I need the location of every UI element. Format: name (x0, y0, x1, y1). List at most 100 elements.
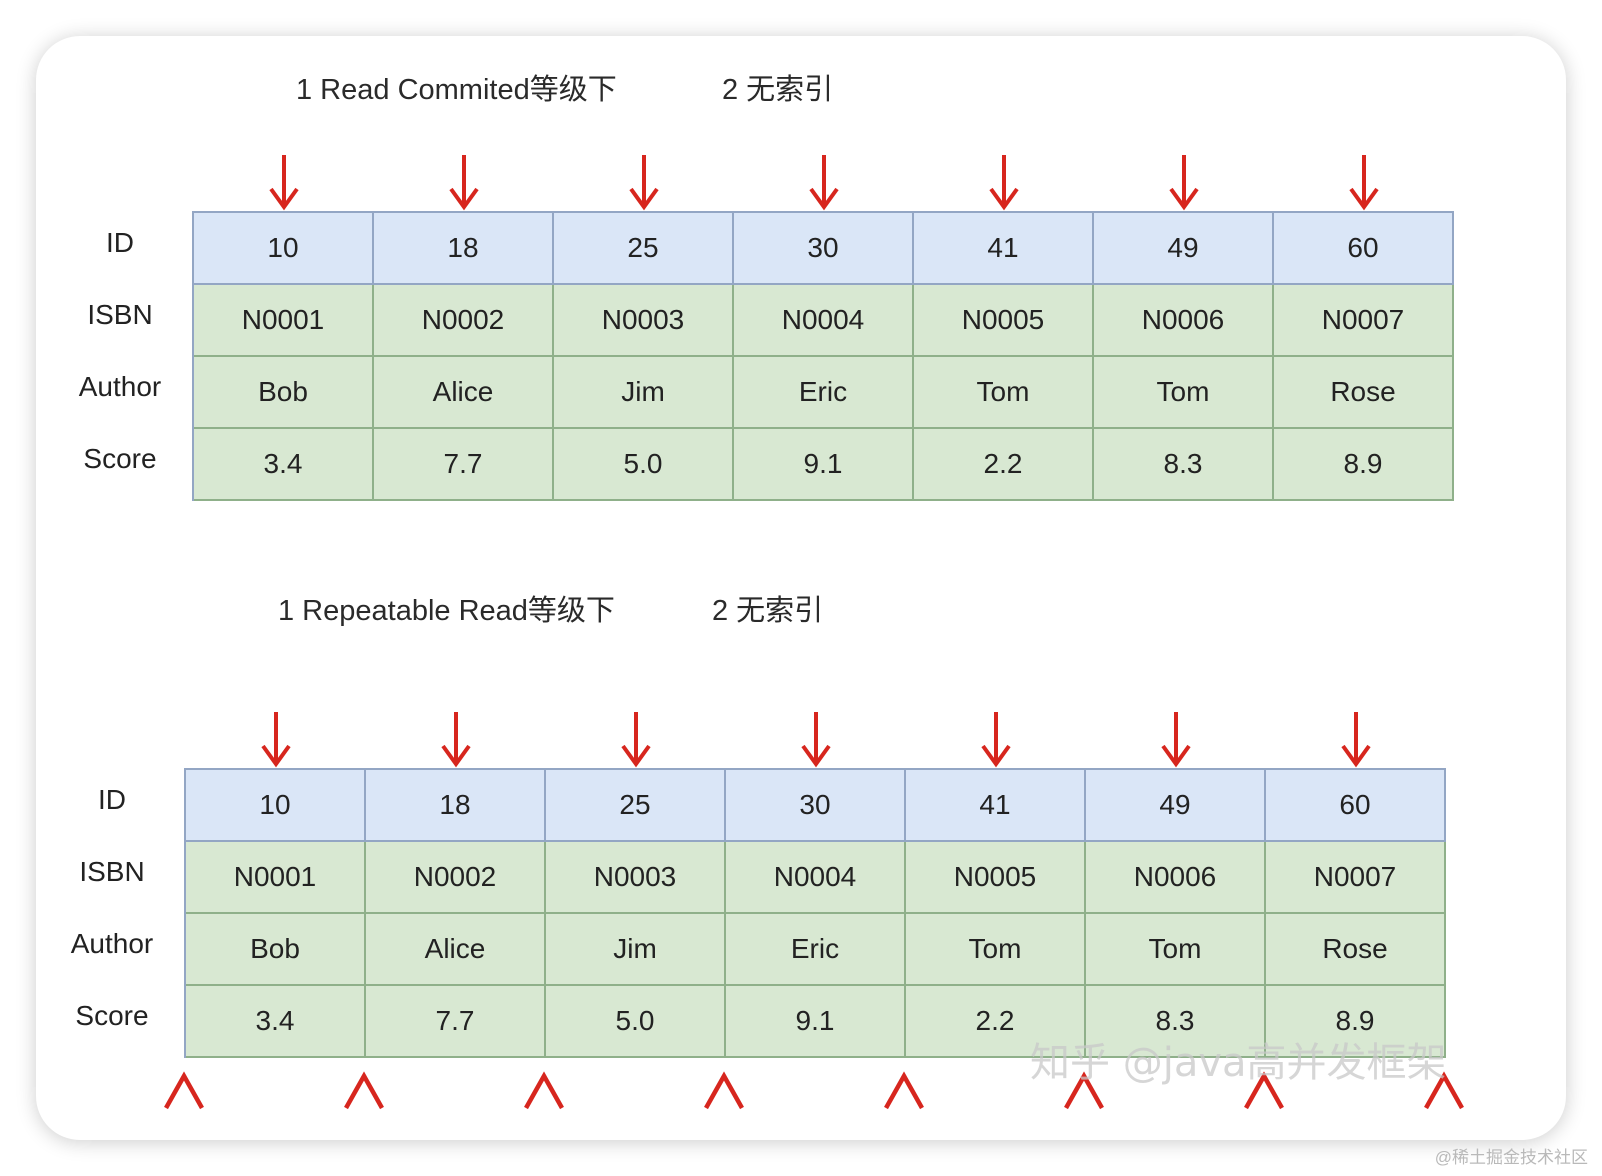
id-cell: 49 (1086, 770, 1266, 842)
gap-lock-caret-icon (1244, 1071, 1284, 1110)
down-arrow-icon (441, 712, 471, 768)
row-lock-arrow (546, 712, 726, 770)
down-arrow-icon (629, 155, 659, 211)
diagram2-heading-index: 2 无索引 (712, 595, 824, 627)
row-lock-arrow (1266, 712, 1446, 770)
isbn-cell: N0006 (1094, 285, 1274, 357)
isbn-cell: N0005 (914, 285, 1094, 357)
author-cell: Rose (1274, 357, 1454, 429)
row-label: ISBN (79, 856, 145, 887)
score-cell: 8.9 (1274, 429, 1454, 501)
down-arrow-icon (261, 712, 291, 768)
down-arrow-icon (809, 155, 839, 211)
row-lock-arrow (726, 712, 906, 770)
score-cell: 5.0 (554, 429, 734, 501)
row-lock-arrow (906, 712, 1086, 770)
id-cell: 30 (734, 213, 914, 285)
id-cell: 49 (1094, 213, 1274, 285)
isbn-cell: N0003 (546, 842, 726, 914)
down-arrow-icon (621, 712, 651, 768)
row-lock-arrow (554, 155, 734, 213)
row-lock-arrow (1094, 155, 1274, 213)
id-cell: 18 (374, 213, 554, 285)
author-cell: Eric (734, 357, 914, 429)
row-label: ID (106, 227, 134, 258)
row-lock-arrow (914, 155, 1094, 213)
gap-lock-caret-icon (1064, 1071, 1104, 1110)
author-cell: Tom (914, 357, 1094, 429)
isbn-cell: N0007 (1274, 285, 1454, 357)
score-cell: 7.7 (374, 429, 554, 501)
isbn-cell: N0001 (186, 842, 366, 914)
id-cell: 60 (1274, 213, 1454, 285)
isbn-cell: N0006 (1086, 842, 1266, 914)
down-arrow-icon (1349, 155, 1379, 211)
gap-lock-caret-icon (884, 1071, 924, 1110)
down-arrow-icon (1341, 712, 1371, 768)
isbn-cell: N0002 (374, 285, 554, 357)
author-cell: Rose (1266, 914, 1446, 986)
score-cell: 9.1 (726, 986, 906, 1058)
id-cell: 25 (546, 770, 726, 842)
diagram1-row-lock-arrows (194, 155, 1454, 213)
isbn-cell: N0002 (366, 842, 546, 914)
row-lock-arrow (1274, 155, 1454, 213)
diagram1-heading-index: 2 无索引 (722, 74, 834, 106)
score-cell: 8.3 (1094, 429, 1274, 501)
author-cell: Eric (726, 914, 906, 986)
score-cell: 3.4 (194, 429, 374, 501)
down-arrow-icon (449, 155, 479, 211)
row-lock-arrow (194, 155, 374, 213)
watermark-text: 知乎 @java高并发框架 (1030, 1040, 1447, 1086)
score-cell: 8.3 (1086, 986, 1266, 1058)
down-arrow-icon (801, 712, 831, 768)
down-arrow-icon (981, 712, 1011, 768)
score-cell: 7.7 (366, 986, 546, 1058)
gap-lock-caret-icon (1424, 1071, 1464, 1110)
id-cell: 41 (914, 213, 1094, 285)
row-lock-arrow (366, 712, 546, 770)
isbn-cell: N0007 (1266, 842, 1446, 914)
id-cell: 10 (194, 213, 374, 285)
author-cell: Bob (194, 357, 374, 429)
row-label: Score (83, 443, 157, 474)
author-cell: Tom (1086, 914, 1266, 986)
row-label: ISBN (87, 299, 153, 330)
row-lock-arrow (186, 712, 366, 770)
credit-text: @稀土掘金技术社区 (1434, 1148, 1588, 1167)
diagram1-heading-isolation: 1 Read Commited等级下 (296, 74, 617, 106)
isbn-cell: N0001 (194, 285, 374, 357)
row-label: Author (70, 928, 154, 959)
score-cell: 2.2 (914, 429, 1094, 501)
id-cell: 60 (1266, 770, 1446, 842)
gap-lock-caret-icon (164, 1071, 204, 1110)
id-cell: 30 (726, 770, 906, 842)
down-arrow-icon (1169, 155, 1199, 211)
score-cell: 2.2 (906, 986, 1086, 1058)
down-arrow-icon (269, 155, 299, 211)
row-lock-arrow (734, 155, 914, 213)
score-cell: 9.1 (734, 429, 914, 501)
isbn-cell: N0004 (726, 842, 906, 914)
author-cell: Alice (374, 357, 554, 429)
id-cell: 41 (906, 770, 1086, 842)
row-lock-arrow (374, 155, 554, 213)
score-cell: 8.9 (1266, 986, 1446, 1058)
row-label: ID (98, 784, 126, 815)
score-cell: 3.4 (186, 986, 366, 1058)
author-cell: Tom (1094, 357, 1274, 429)
down-arrow-icon (989, 155, 1019, 211)
author-cell: Tom (906, 914, 1086, 986)
diagram2-row-lock-arrows (186, 712, 1446, 770)
isbn-cell: N0004 (734, 285, 914, 357)
id-cell: 25 (554, 213, 734, 285)
id-cell: 18 (366, 770, 546, 842)
row-lock-arrow (1086, 712, 1266, 770)
